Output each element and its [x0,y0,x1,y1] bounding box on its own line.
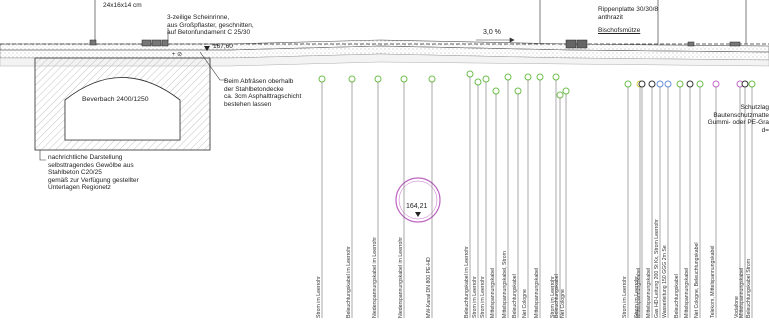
utility-label: Net Cologne [522,289,528,318]
utility-marker [556,91,564,99]
gutter-note: 3-zeilige Scheinrinne, aus Großpflaster,… [167,14,254,36]
utility-marker [374,75,382,83]
utility-marker [686,80,694,88]
rib-plate-label: Rippenplatte 30/30/8 anthrazit [598,6,658,21]
utility-marker [400,75,408,83]
culvert-label: Beverbach 2400/1250 [82,96,149,103]
utility-marker [712,80,720,88]
curb-label: Bischofsmütze [598,27,641,34]
utility-marker [676,80,684,88]
milling-note: Beim Abfräsen oberhalb der Stahlbetondec… [224,78,302,108]
utility-marker [624,80,632,88]
utility-marker [748,80,756,88]
utility-label: Telekom, Mittelspannungskabel [710,245,716,318]
mw-canal [395,177,441,223]
utility-label: Strom im Leerrohr [316,276,322,318]
canal-elevation-label: 164,21 [406,203,428,210]
utility-label: Mittelspannungskabel, Strom [502,251,508,318]
utility-marker [696,80,704,88]
utility-label: Gas HD-Leitung 200 St Kx, Strom Leerrohr [654,219,660,318]
utility-marker [648,80,656,88]
utility-label: Net Cologne [560,289,566,318]
utility-label: Beleuchtungskabel im Leerrohr [464,246,470,318]
svg-text:+ ⊘: + ⊘ [172,52,182,58]
utility-marker [428,75,436,83]
utility-label: Mittelspannungskabel [534,267,540,318]
slab-elevation-marker: + ⊘ [172,46,210,58]
utility-label: Beleuchtungskabel im Leerrohr [346,246,352,318]
culvert-vault [34,57,211,151]
utility-label: Mittelspannungskabel [646,267,652,318]
gutter-blocks [89,39,741,49]
utility-label: Wasserleitung 150 GGG 2m Se [662,245,668,318]
slab-elevation-label: 167,60 [213,43,233,50]
utility-marker [664,80,672,88]
utility-marker [504,73,512,81]
utility-marker [318,75,326,83]
utility-label: Mittelspannungskabel [490,267,496,318]
utility-label: Beleuchtungskabel Strom [746,258,752,318]
top-dimension-label: 24x16x14 cm [103,2,142,9]
utility-label: Net Cologne, Beleuchtungskabel [694,242,700,318]
utility-marker [474,78,482,86]
slope-label: 3,0 % [483,29,501,36]
utility-label: Mittelspannungskabel [739,267,745,318]
leader-lines [39,28,226,161]
protection-note: Schutzlag Bautenschutzmatte Gummi- oder … [707,104,769,134]
utility-marker [741,80,749,88]
utility-label: Strom im Leerrohr [622,276,628,318]
utility-markers [318,70,756,318]
vault-note: nachrichtliche Darstellung selbsttragend… [48,154,139,191]
utility-label: Strom im Leerrohr [480,276,486,318]
utility-marker [482,75,490,83]
utility-marker [656,80,664,88]
utility-label: Beleuchtungskabel [512,274,518,318]
utility-marker [638,80,646,88]
utility-label: Mittelspannungskabel [684,267,690,318]
utility-marker [524,73,532,81]
utility-marker [514,87,522,95]
utility-marker [562,87,570,95]
utility-label: Niederspannungskabel im Leerrohr [372,236,378,318]
utility-label: Strom im Leerrohr [472,276,478,318]
utility-marker [348,75,356,83]
utility-marker [552,73,560,81]
utility-label: Mittelspannungskabel [636,267,642,318]
top-reference-lines [94,0,747,44]
utility-marker [536,73,544,81]
utility-label: MW-Kanal DN 800 PE-HD [426,257,432,318]
utility-label: Niederspannungskabel im Leerrohr [398,236,404,318]
utility-label: Beleuchtungskabel [674,274,680,318]
utility-marker [492,87,500,95]
utility-marker [466,70,474,78]
slope-arrow [476,37,515,43]
